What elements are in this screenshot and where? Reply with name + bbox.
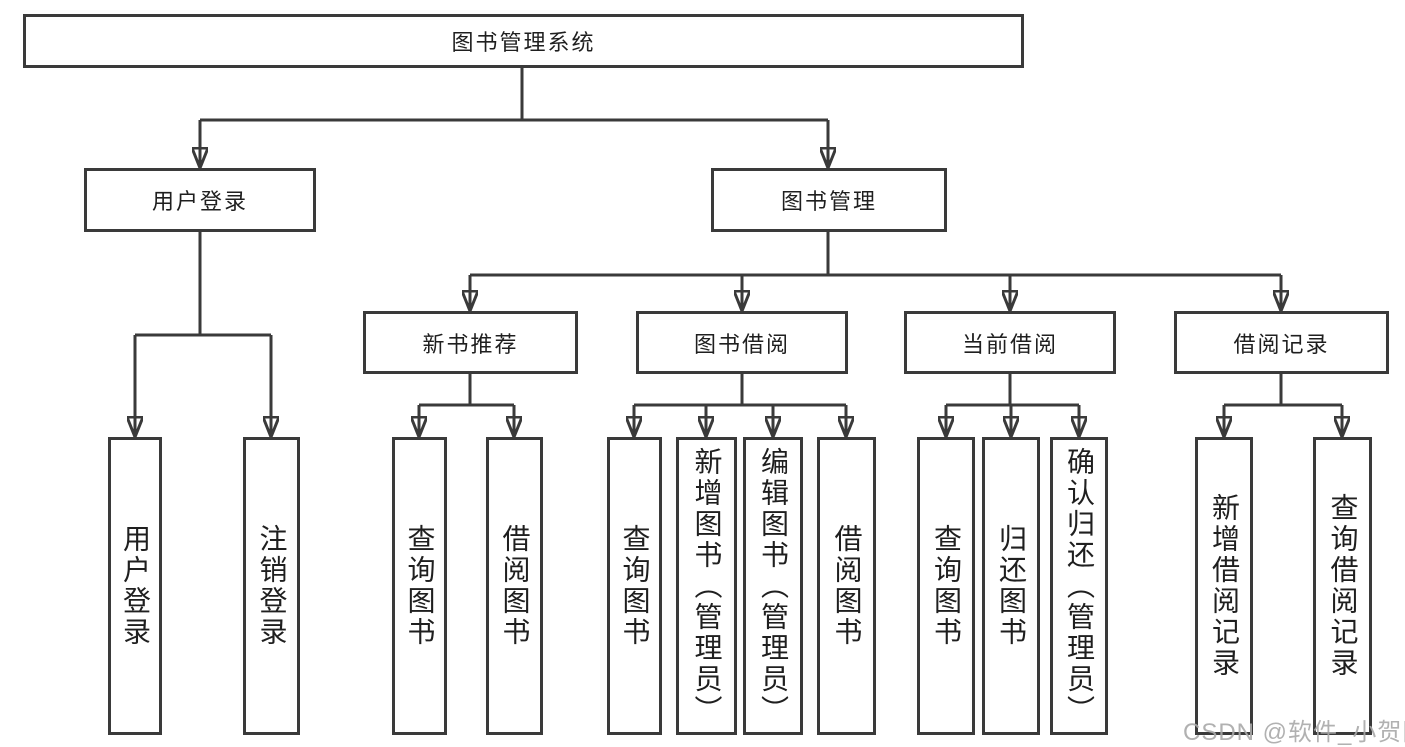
- node-label: 编辑图书（管理员）: [758, 446, 789, 726]
- node-label: 借阅图书: [831, 524, 863, 648]
- leaf-current-confirm-return-admin: 确认归还（管理员）: [1050, 437, 1108, 735]
- node-book-management: 图书管理: [711, 168, 947, 232]
- node-label: 新增图书（管理员）: [691, 446, 723, 726]
- connector-book-borrowing-group: [634, 374, 846, 437]
- leaf-borrowing-edit-books-admin: 编辑图书（管理员）: [743, 437, 803, 735]
- node-label: 用户登录: [151, 189, 248, 214]
- leaf-records-add-record: 新增借阅记录: [1195, 437, 1253, 735]
- node-label: 新书推荐: [422, 331, 519, 357]
- node-label: 图书管理: [780, 189, 877, 214]
- connector-user-login-branch: [135, 232, 271, 437]
- node-label: 借阅记录: [1233, 331, 1330, 357]
- watermark: CSDN @软件_小贺同学: [1183, 719, 1405, 746]
- leaf-newbook-query-books: 查询图书: [392, 437, 447, 735]
- node-label: 当前借阅: [961, 331, 1058, 357]
- node-label: 注销登录: [256, 524, 288, 648]
- node-label: 确认归还（管理员）: [1064, 446, 1095, 726]
- leaf-records-query-record: 查询借阅记录: [1313, 437, 1372, 735]
- node-new-book-recommendation: 新书推荐: [363, 311, 578, 374]
- leaf-current-return-books: 归还图书: [982, 437, 1040, 735]
- node-label: 用户登录: [120, 524, 151, 648]
- node-borrowing-records: 借阅记录: [1174, 311, 1389, 374]
- connector-current-borrowing-group: [946, 374, 1079, 437]
- node-current-borrowing: 当前借阅: [904, 311, 1116, 374]
- node-label: 查询图书: [404, 524, 436, 648]
- leaf-borrowing-add-books-admin: 新增图书（管理员）: [676, 437, 737, 735]
- node-label: 查询借阅记录: [1327, 493, 1359, 679]
- leaf-current-query-books: 查询图书: [917, 437, 975, 735]
- leaf-user-login: 用户登录: [108, 437, 162, 735]
- node-label: 查询图书: [931, 524, 962, 648]
- leaf-newbook-borrow-books: 借阅图书: [486, 437, 543, 735]
- node-label: 归还图书: [996, 524, 1027, 648]
- connector-borrowing-records-group: [1224, 374, 1342, 437]
- node-library-management-system: 图书管理系统: [23, 14, 1024, 68]
- connector-new-book-group: [419, 374, 514, 437]
- leaf-logout: 注销登录: [243, 437, 300, 735]
- node-label: 新增借阅记录: [1209, 493, 1240, 679]
- node-label: 查询图书: [619, 524, 651, 648]
- node-user-login: 用户登录: [84, 168, 316, 232]
- leaf-borrowing-query-books: 查询图书: [607, 437, 662, 735]
- connector-root-to-branches: [200, 68, 828, 168]
- connector-book-management-branch: [470, 232, 1281, 311]
- node-label: 借阅图书: [499, 524, 531, 648]
- node-book-borrowing: 图书借阅: [636, 311, 848, 374]
- leaf-borrowing-borrow-books: 借阅图书: [817, 437, 876, 735]
- node-label: 图书管理系统: [451, 30, 596, 55]
- node-label: 图书借阅: [693, 331, 790, 357]
